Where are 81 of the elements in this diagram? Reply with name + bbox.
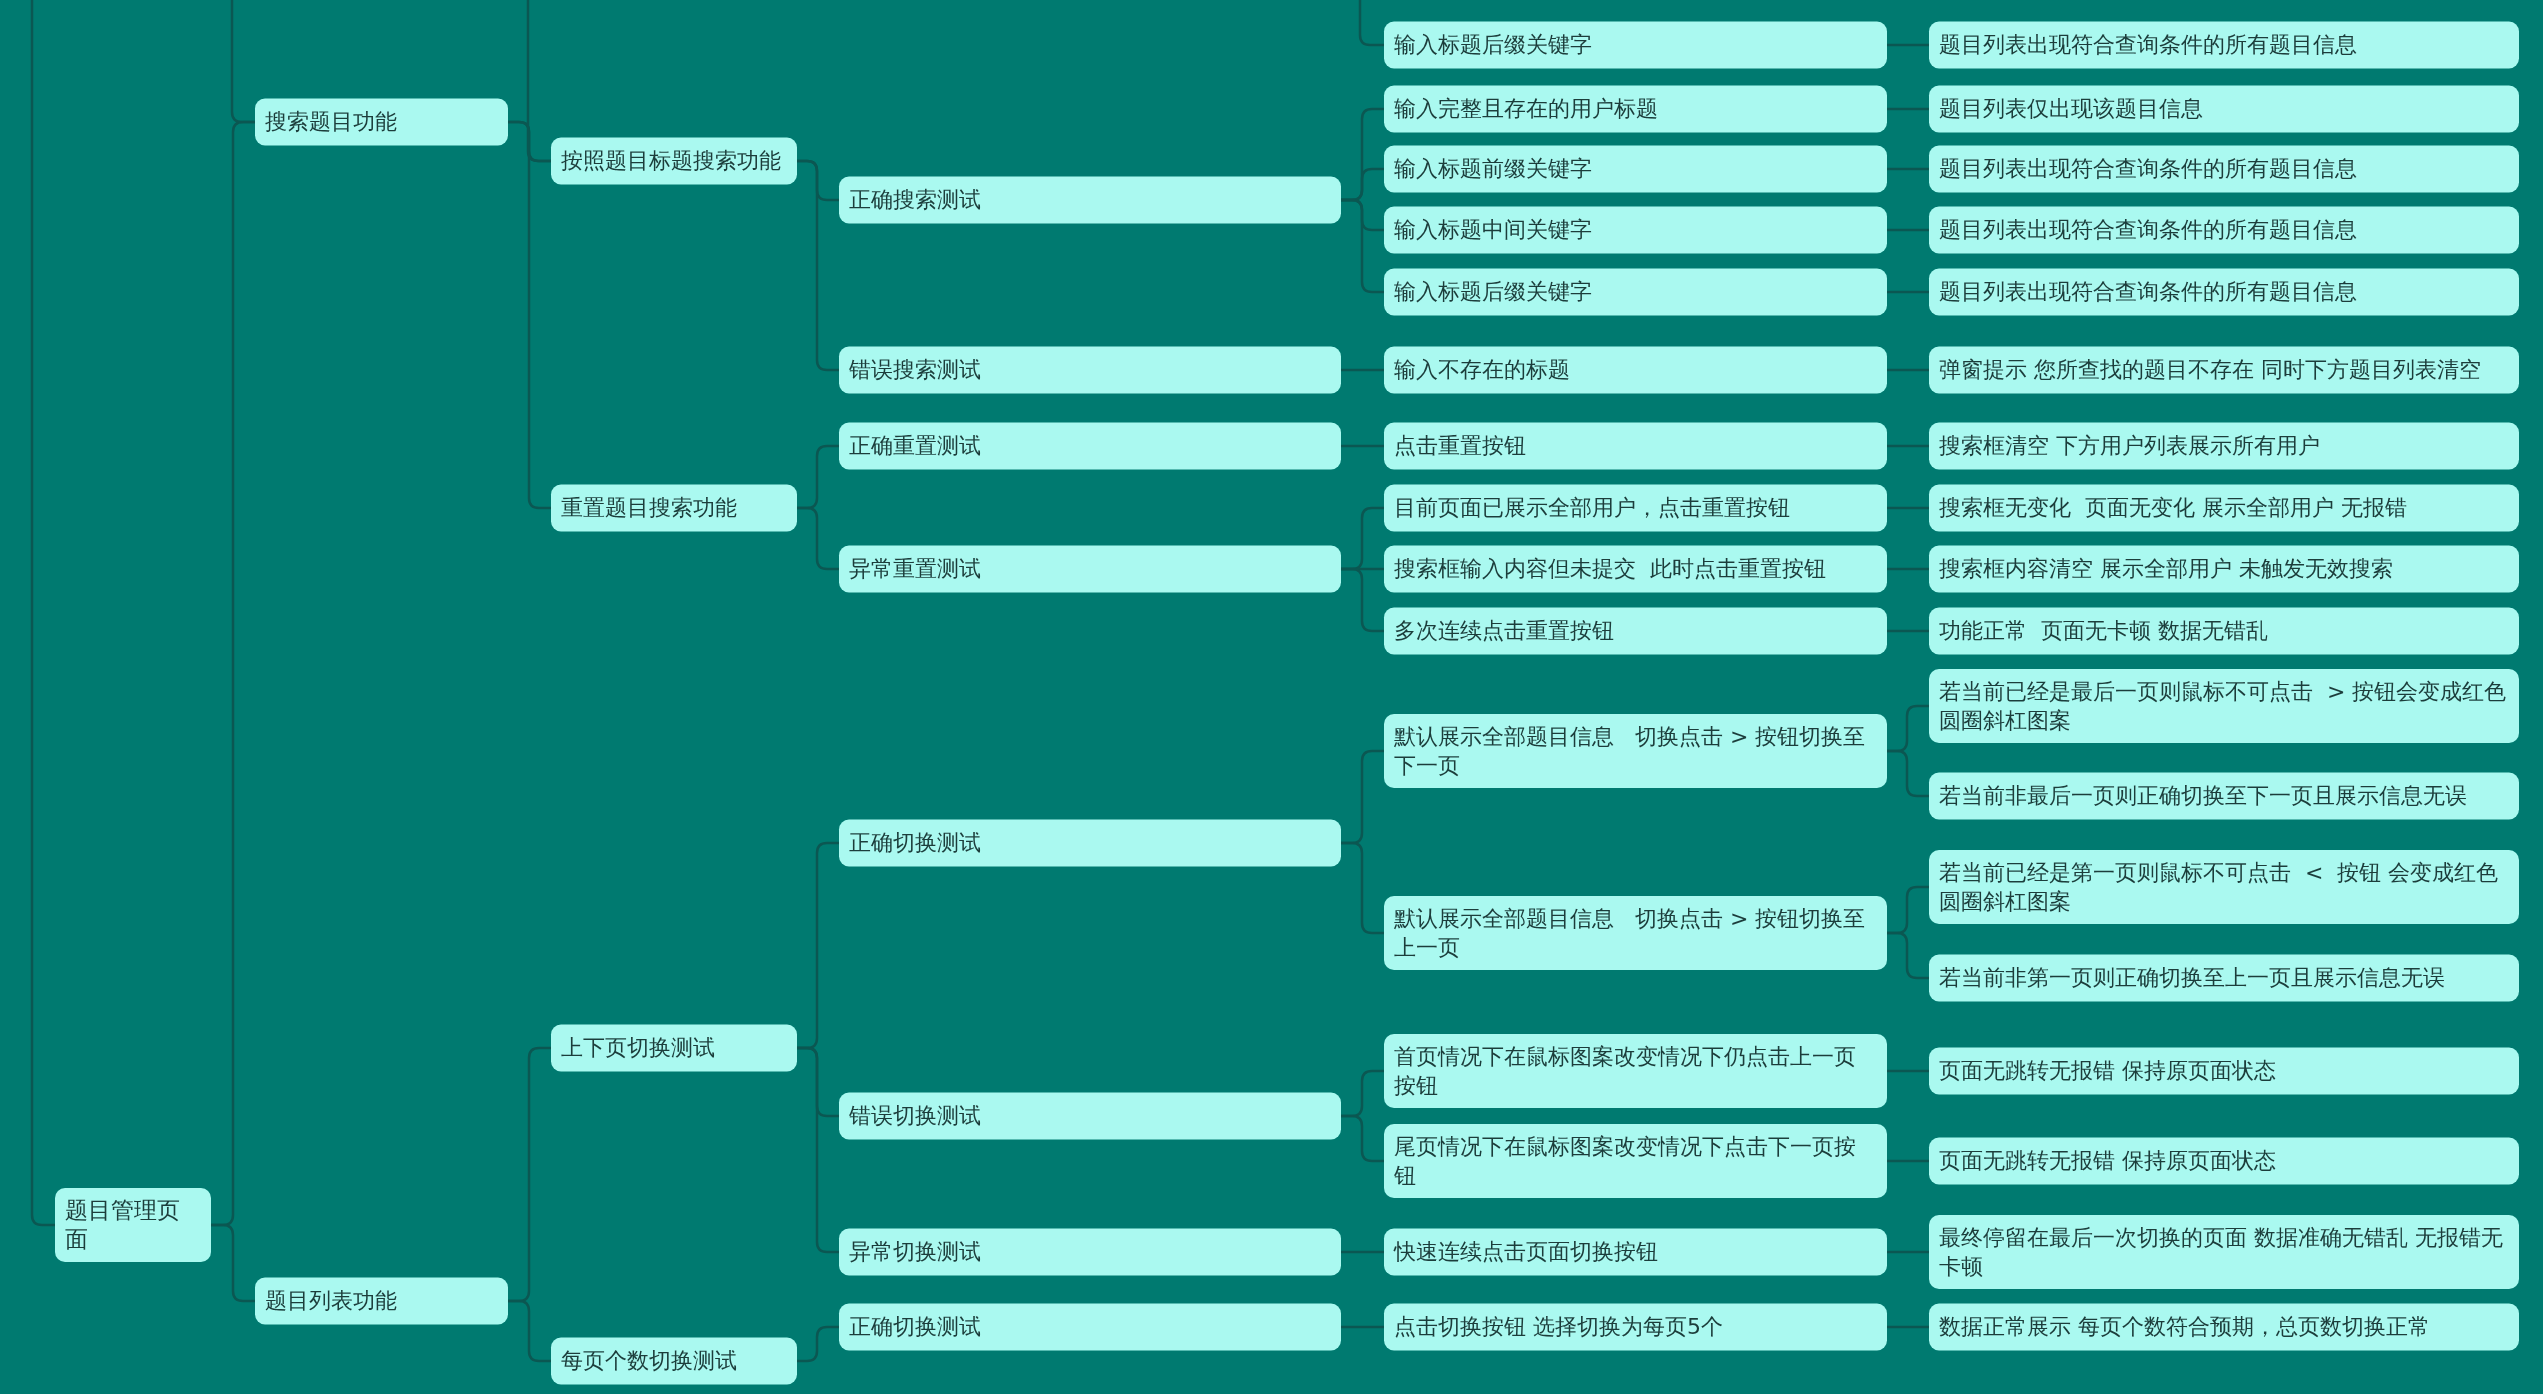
topic-box: 题目列表仅出现该题目信息 [1929,85,2519,133]
topic-box: 多次连续点击重置按钮 [1384,607,1887,655]
branch-line [1887,1159,1929,1163]
branch-line [1887,567,1929,571]
topic-box: 若当前非最后一页则正确切换至下一页且展示信息无误 [1929,772,2519,820]
topic-box: 最终停留在最后一次切换的页面 数据准确无错乱 无报错无卡顿 [1929,1215,2519,1290]
topic-box: 题目列表功能 [255,1277,508,1325]
topic-box: 输入标题中间关键字 [1384,206,1887,254]
branch-line [1341,841,1384,935]
branch-line [1887,1250,1929,1254]
topic-box: 搜索题目功能 [255,98,508,146]
branch-line [1341,1325,1384,1329]
topic-box: 错误切换测试 [839,1092,1341,1140]
topic-box: 输入标题后缀关键字 [1384,21,1887,69]
topic-box: 页面无跳转无报错 保持原页面状态 [1929,1137,2519,1185]
topic-box: 点击切换按钮 选择切换为每页5个 [1384,1303,1887,1351]
branch-line [1887,167,1929,171]
topic-box: 若当前非第一页则正确切换至上一页且展示信息无误 [1929,954,2519,1002]
topic-box: 输入标题前缀关键字 [1384,145,1887,193]
branch-line [797,1325,839,1363]
topic-box: 尾页情况下在鼠标图案改变情况下点击下一页按钮 [1384,1124,1887,1199]
topic-box: 目前页面已展示全部用户，点击重置按钮 [1384,484,1887,532]
topic-box: 每页个数切换测试 [551,1337,797,1385]
topic-box: 上下页切换测试 [551,1024,797,1072]
topic-box: 题目列表出现符合查询条件的所有题目信息 [1929,268,2519,316]
branch-line [230,0,255,124]
topic-box: 题目列表出现符合查询条件的所有题目信息 [1929,206,2519,254]
topic-box: 搜索框内容清空 展示全部用户 未触发无效搜索 [1929,545,2519,593]
branch-line [1887,43,1929,47]
topic-box: 默认展示全部题目信息 切换点击 > 按钮切换至下一页 [1384,714,1887,788]
topic-box: 正确切换测试 [839,1303,1341,1351]
branch-line [1887,1069,1929,1073]
topic-box: 题目列表出现符合查询条件的所有题目信息 [1929,145,2519,193]
branch-line [30,0,55,1227]
topic-box: 快速连续点击页面切换按钮 [1384,1228,1887,1276]
branch-line [797,506,839,571]
topic-box: 正确切换测试 [839,819,1341,867]
topic-box: 搜索框无变化 页面无变化 展示全部用户 无报错 [1929,484,2519,532]
branch-line [1341,368,1384,372]
topic-box: 搜索框输入内容但未提交 此时点击重置按钮 [1384,545,1887,593]
topic-box: 题目列表出现符合查询条件的所有题目信息 [1929,21,2519,69]
branch-line [1887,290,1929,294]
topic-box: 输入不存在的标题 [1384,346,1887,394]
branch-line [211,1223,255,1303]
root-topic-box: 题目管理页面 [55,1187,211,1262]
topic-box: 若当前已经是第一页则鼠标不可点击 < 按钮 会变成红色圆圈斜杠图案 [1929,850,2519,925]
branch-line [508,1299,551,1363]
topic-box: 重置题目搜索功能 [551,484,797,532]
topic-box: 若当前已经是最后一页则鼠标不可点击 > 按钮会变成红色圆圈斜杠图案 [1929,668,2519,743]
branch-line [1887,506,1929,510]
branch-line [1341,1250,1384,1254]
branch-line [508,120,551,510]
topic-box: 数据正常展示 每页个数符合预期，总页数切换正常 [1929,1303,2519,1351]
branch-line [797,159,839,372]
topic-box: 输入标题后缀关键字 [1384,268,1887,316]
branch-line [1887,368,1929,372]
topic-box: 正确重置测试 [839,422,1341,470]
branch-line [526,0,551,163]
topic-box: 页面无跳转无报错 保持原页面状态 [1929,1047,2519,1094]
topic-box: 首页情况下在鼠标图案改变情况下仍点击上一页按钮 [1384,1033,1887,1108]
topic-box: 按照题目标题搜索功能 [551,137,797,185]
topic-box: 搜索框清空 下方用户列表展示所有用户 [1929,422,2519,470]
topic-box: 异常重置测试 [839,545,1341,593]
branch-line [1887,629,1929,633]
topic-box: 输入完整且存在的用户标题 [1384,85,1887,133]
topic-box: 异常切换测试 [839,1228,1341,1276]
branch-line [1341,444,1384,448]
topic-box: 默认展示全部题目信息 切换点击 > 按钮切换至上一页 [1384,895,1887,970]
branch-line [1887,749,1929,798]
topic-box: 弹窗提示 您所查找的题目不存在 同时下方题目列表清空 [1929,346,2519,394]
branch-line [1887,1325,1929,1329]
branch-line [1358,0,1384,47]
topic-box: 错误搜索测试 [839,346,1341,394]
branch-line [1887,107,1929,111]
topic-box: 功能正常 页面无卡顿 数据无错乱 [1929,607,2519,655]
topic-box: 点击重置按钮 [1384,422,1887,470]
branch-line [1887,228,1929,232]
branch-line [1887,444,1929,448]
branch-line [1887,931,1929,980]
branch-line [1341,1114,1384,1163]
topic-box: 正确搜索测试 [839,176,1341,223]
